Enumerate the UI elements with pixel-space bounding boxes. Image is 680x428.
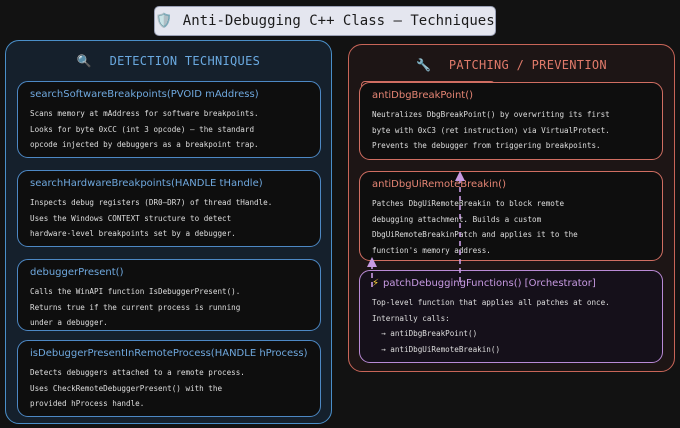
diagram-title: 🛡️ Anti-Debugging C++ Class — Techniques: [154, 6, 496, 36]
diagram-title-text: Anti-Debugging C++ Class — Techniques: [182, 13, 495, 29]
description-line: byte with 0xC3 (ret instruction) via Vir…: [372, 125, 610, 135]
description-line: Calls the WinAPI function IsDebuggerPres…: [30, 287, 241, 296]
function-description: Calls the WinAPI function IsDebuggerPres…: [30, 284, 310, 331]
function-signature: antiDbgBreakPoint(): [372, 90, 474, 101]
card-patch-debugging-functions: ⚡patchDebuggingFunctions() [Orchestrator…: [359, 270, 663, 363]
patching-heading-text: PATCHING / PREVENTION: [448, 58, 607, 72]
description-line: hardware-level breakpoints set by a debu…: [30, 229, 236, 238]
description-line: Inspects debug registers (DR0–DR7) of th…: [30, 198, 273, 207]
description-line: Uses the Windows CONTEXT structure to de…: [30, 213, 232, 223]
function-signature: searchSoftwareBreakpoints(PVOID mAddress…: [30, 89, 259, 100]
function-signature: antiDbgUiRemoteBreakin(): [372, 179, 506, 190]
description-line: Detects debuggers attached to a remote p…: [30, 368, 245, 377]
description-line: Uses CheckRemoteDebuggerPresent() with t…: [30, 383, 223, 393]
card-debugger-present: debuggerPresent() Calls the WinAPI funct…: [17, 259, 321, 331]
description-line: Internally calls:: [372, 313, 450, 323]
detection-heading: 🔍 DETECTION TECHNIQUES: [6, 54, 331, 68]
lightning-icon: ⚡: [372, 278, 380, 289]
patching-panel: 🔧 PATCHING / PREVENTION antiDbgBreakPoin…: [348, 44, 675, 372]
description-line: Prevents the debugger from triggering br…: [372, 141, 601, 150]
description-line: provided hProcess handle.: [30, 399, 145, 408]
description-line: debugging attachment. Builds a custom: [372, 214, 542, 224]
description-line: Patches DbgUiRemoteBreakin to block remo…: [372, 199, 565, 208]
function-description: Detects debuggers attached to a remote p…: [30, 365, 310, 412]
card-anti-dbg-breakpoint: antiDbgBreakPoint() Neutralizes DbgBreak…: [359, 82, 663, 160]
card-search-software-breakpoints: searchSoftwareBreakpoints(PVOID mAddress…: [17, 81, 321, 158]
function-signature: ⚡patchDebuggingFunctions() [Orchestrator…: [372, 277, 652, 290]
function-description: Patches DbgUiRemoteBreakin to block remo…: [372, 196, 652, 258]
description-line: under a debugger.: [30, 318, 108, 327]
description-line: function's memory address.: [372, 245, 491, 255]
description-line: Top-level function that applies all patc…: [372, 298, 610, 307]
card-search-hardware-breakpoints: searchHardwareBreakpoints(HANDLE tHandle…: [17, 170, 321, 247]
description-line: Looks for byte 0xCC (int 3 opcode) — the…: [30, 124, 255, 134]
function-signature: searchHardwareBreakpoints(HANDLE tHandle…: [30, 178, 263, 189]
shield-icon: 🛡️: [155, 13, 173, 29]
function-signature: isDebuggerPresentInRemoteProcess(HANDLE …: [30, 348, 308, 359]
wrench-icon: 🔧: [416, 58, 432, 72]
description-line: opcode injected by debuggers as a breakp…: [30, 140, 259, 149]
description-line: Scans memory at mAddress for software br…: [30, 109, 259, 118]
orchestrator-signature: patchDebuggingFunctions() [Orchestrator]: [383, 278, 596, 289]
magnifier-icon: 🔍: [76, 54, 93, 68]
description-line: DbgUiRemoteBreakinPatch and applies it t…: [372, 230, 578, 239]
card-anti-dbg-ui-remote-breakin: antiDbgUiRemoteBreakin() Patches DbgUiRe…: [359, 171, 663, 261]
card-is-debugger-present-in-remote-process: isDebuggerPresentInRemoteProcess(HANDLE …: [17, 340, 321, 417]
patching-heading: 🔧 PATCHING / PREVENTION: [349, 58, 674, 72]
description-line: Returns true if the current process is r…: [30, 302, 241, 312]
detection-panel: 🔍 DETECTION TECHNIQUES searchSoftwareBre…: [5, 40, 332, 424]
function-description: Scans memory at mAddress for software br…: [30, 106, 310, 153]
function-description: Neutralizes DbgBreakPoint() by overwriti…: [372, 107, 652, 154]
description-line: → antiDbgUiRemoteBreakin(): [372, 344, 501, 354]
description-line: → antiDbgBreakPoint(): [372, 329, 478, 338]
function-description: Top-level function that applies all patc…: [372, 295, 652, 357]
description-line: Neutralizes DbgBreakPoint() by overwriti…: [372, 110, 610, 119]
function-description: Inspects debug registers (DR0–DR7) of th…: [30, 195, 310, 242]
detection-heading-text: DETECTION TECHNIQUES: [109, 54, 261, 68]
function-signature: debuggerPresent(): [30, 267, 124, 278]
